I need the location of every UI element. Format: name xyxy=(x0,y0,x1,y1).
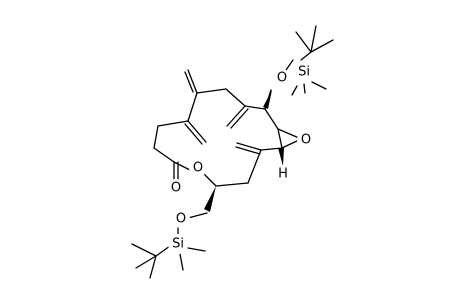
bond xyxy=(281,139,300,149)
wedge-bond xyxy=(278,148,284,166)
bond xyxy=(153,147,175,163)
bond xyxy=(184,123,203,145)
bond xyxy=(235,146,261,155)
bond-network xyxy=(131,25,334,279)
bond xyxy=(230,108,249,129)
atom-label-oxygen: O xyxy=(301,133,311,148)
bond xyxy=(291,85,298,96)
bond xyxy=(157,120,189,127)
bond xyxy=(225,88,246,107)
atom-label-oxygen: O xyxy=(171,181,181,196)
bond xyxy=(247,149,262,184)
bond xyxy=(179,253,184,271)
bond xyxy=(215,182,249,187)
bond xyxy=(173,161,191,171)
bond xyxy=(135,255,157,269)
bond xyxy=(277,128,300,139)
atom-labels: O Si O H O O O Si xyxy=(167,62,315,254)
bond xyxy=(196,88,227,94)
bond xyxy=(264,108,279,130)
atom-label-oxygen: O xyxy=(193,161,203,176)
atom-label-hydrogen: H xyxy=(278,167,288,182)
bond xyxy=(187,69,198,94)
bond xyxy=(187,212,208,219)
bond xyxy=(184,71,194,93)
atom-label-oxygen: O xyxy=(176,212,186,227)
bond xyxy=(153,125,159,149)
bond xyxy=(285,59,294,71)
bond xyxy=(277,128,283,149)
bond xyxy=(295,31,312,53)
bond xyxy=(303,83,306,94)
bond xyxy=(187,247,206,252)
atom-label-oxygen: O xyxy=(277,71,287,86)
bond xyxy=(244,105,266,110)
atom-label-silicon: Si xyxy=(172,237,184,252)
bond xyxy=(187,120,207,143)
bond xyxy=(300,51,312,61)
bond xyxy=(149,255,157,279)
bond xyxy=(187,92,198,122)
bond xyxy=(310,39,334,53)
wedge-bond xyxy=(263,90,272,109)
atom-label-silicon: Si xyxy=(298,65,310,80)
bond xyxy=(226,105,246,127)
bond xyxy=(155,245,171,257)
bond xyxy=(236,142,262,151)
wedge-bond xyxy=(204,186,216,212)
bond xyxy=(310,25,317,53)
bond xyxy=(131,243,157,257)
bond xyxy=(311,81,327,90)
